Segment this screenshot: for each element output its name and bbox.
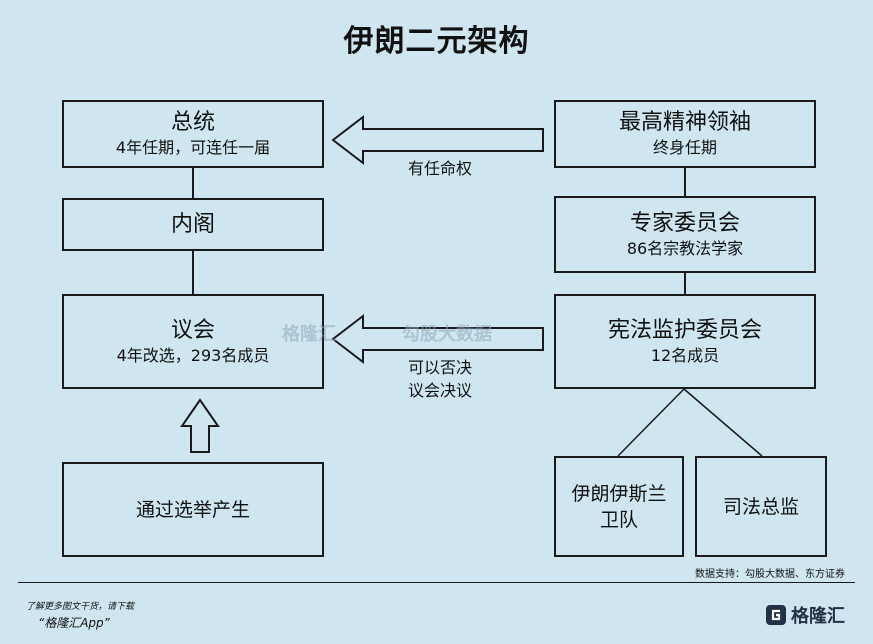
watermark-partner: 勾股大数据	[402, 324, 492, 345]
cabinet-box: 内阁	[62, 198, 324, 251]
connector-president-cabinet	[192, 168, 194, 198]
irgc-name: 伊朗伊斯兰卫队	[571, 482, 667, 531]
experts-box: 专家委员会 86名宗教法学家	[554, 196, 816, 273]
irgc-box: 伊朗伊斯兰卫队	[554, 456, 684, 557]
veto-label-line2: 议会决议	[407, 381, 472, 400]
appoint-arrow	[331, 114, 544, 166]
cabinet-name: 内阁	[170, 211, 215, 237]
president-term: 4年任期，可连任一届	[115, 138, 271, 157]
judiciary-name: 司法总监	[722, 495, 799, 518]
connector-leader-experts	[684, 168, 686, 196]
experts-name: 专家委员会	[629, 210, 740, 236]
supreme-leader-name: 最高精神领袖	[618, 110, 751, 135]
election-arrow	[180, 398, 220, 453]
president-name: 总统	[170, 110, 215, 135]
guardian-council-members: 12名成员	[650, 345, 720, 365]
parliament-term: 4年改选，293名成员	[116, 345, 270, 365]
supreme-leader-term: 终身任期	[652, 138, 717, 157]
supreme-leader-box: 最高精神领袖 终身任期	[554, 100, 816, 168]
president-box: 总统 4年任期，可连任一届	[62, 100, 324, 168]
logo-mark-icon	[766, 605, 786, 625]
logo-text: 格隆汇	[791, 606, 845, 627]
brand-logo: 格隆汇	[765, 602, 845, 628]
watermark-brand: 格隆汇	[282, 324, 336, 345]
appoint-label: 有任命权	[407, 159, 472, 178]
branch-line-irgc	[617, 388, 685, 457]
judiciary-box: 司法总监	[695, 456, 827, 557]
election-box: 通过选举产生	[62, 462, 324, 557]
guardian-council-box: 宪法监护委员会 12名成员	[554, 294, 816, 389]
diagram-title: 伊朗二元架构	[343, 24, 530, 59]
data-source-note: 数据支持：勾股大数据、东方证券	[695, 569, 845, 580]
veto-label-line1: 可以否决	[407, 358, 472, 377]
experts-members: 86名宗教法学家	[626, 238, 744, 258]
app-name: “格隆汇App”	[38, 616, 110, 630]
election-text: 通过选举产生	[135, 498, 250, 521]
connector-cabinet-parliament	[192, 251, 194, 294]
download-prompt: 了解更多图文干货，请下载	[26, 602, 135, 612]
guardian-council-name: 宪法监护委员会	[607, 317, 762, 343]
parliament-box: 议会 4年改选，293名成员	[62, 294, 324, 389]
parliament-name: 议会	[170, 317, 215, 343]
connector-experts-guardian	[684, 273, 686, 294]
branch-line-judiciary	[683, 388, 763, 457]
footer-divider	[18, 582, 855, 583]
